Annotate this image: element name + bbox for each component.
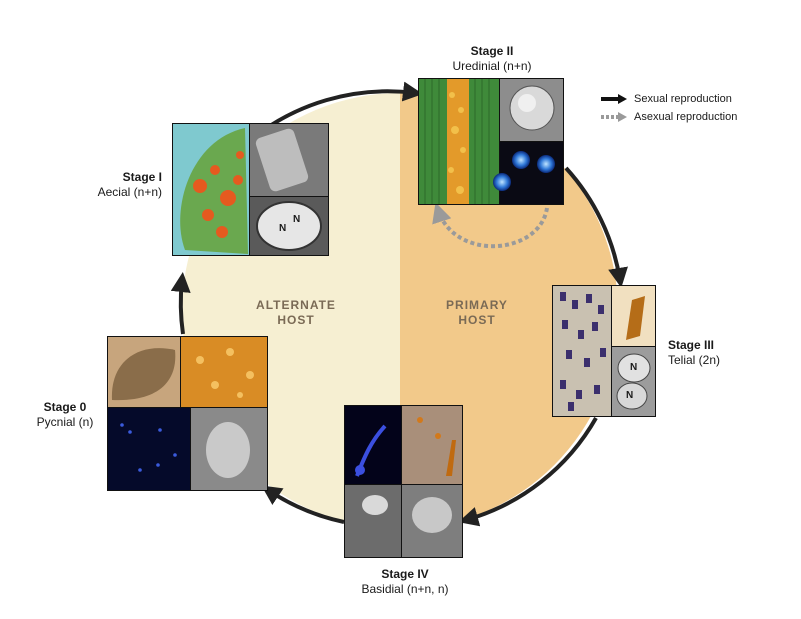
nucleus-marker: N [626, 390, 634, 401]
alternate-host-line2: HOST [277, 313, 315, 327]
primary-host-label: PRIMARY HOST [432, 298, 522, 328]
legend-asexual-label: Asexual reproduction [634, 111, 738, 123]
nucleus-marker: N [630, 362, 638, 373]
stage4-label: Stage IV Basidial (n+n, n) [350, 567, 460, 597]
stage0-label: Stage 0 Pycnial (n) [30, 400, 100, 430]
arrow-stage0-to-stage1 [170, 272, 191, 335]
stage4-subtitle: Basidial (n+n, n) [361, 582, 449, 596]
stage3-title: Stage III [668, 338, 715, 352]
stage2-label: Stage II Uredinial (n+n) [440, 44, 544, 74]
stage1-subtitle: Aecial (n+n) [97, 185, 162, 199]
nucleus-marker: N [279, 223, 287, 234]
alternate-host-line1: ALTERNATE [256, 298, 336, 312]
stage1-label: Stage I Aecial (n+n) [82, 170, 162, 200]
legend: Sexual reproduction Asexual reproduction [600, 90, 737, 126]
stage0-subtitle: Pycnial (n) [36, 415, 94, 429]
stage2-subtitle: Uredinial (n+n) [452, 59, 532, 73]
arrow-stage4-to-stage0 [261, 485, 345, 524]
arrow-stage3-to-stage4 [458, 417, 598, 527]
stage2-image-panel [418, 78, 564, 205]
stage1-title: Stage I [122, 170, 162, 184]
stage1-image-panel [172, 123, 329, 256]
stage4-title: Stage IV [381, 567, 429, 581]
stage0-image-panel [107, 336, 268, 491]
legend-asexual: Asexual reproduction [600, 108, 737, 126]
legend-sexual-label: Sexual reproduction [634, 93, 732, 105]
asexual-loop-arrow [432, 202, 549, 249]
nucleus-marker: N [293, 214, 301, 225]
stage0-title: Stage 0 [43, 400, 87, 414]
solid-arrow-icon [601, 94, 627, 104]
arrow-stage2-to-stage3 [564, 166, 628, 288]
legend-sexual: Sexual reproduction [600, 90, 737, 108]
alternate-host-label: ALTERNATE HOST [244, 298, 348, 328]
dashed-arrow-icon [601, 112, 627, 122]
stage3-subtitle: Telial (2n) [668, 353, 721, 367]
primary-host-line2: HOST [458, 313, 496, 327]
stage3-image-panel [552, 285, 656, 417]
stage3-label: Stage III Telial (2n) [668, 338, 720, 368]
stage2-title: Stage II [470, 44, 514, 58]
primary-host-line1: PRIMARY [446, 298, 508, 312]
stage4-image-panel [344, 405, 463, 558]
